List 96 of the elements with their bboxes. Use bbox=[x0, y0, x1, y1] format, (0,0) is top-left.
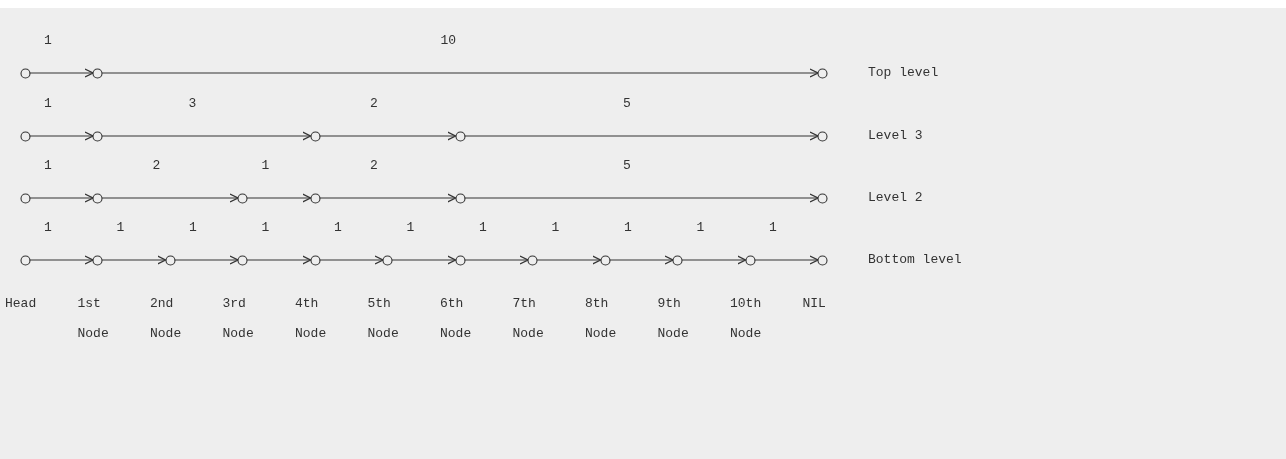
column-label: 9th bbox=[657, 296, 681, 311]
node-circle bbox=[92, 192, 103, 204]
edge-label: 1 bbox=[696, 220, 705, 235]
column-label: Node bbox=[585, 326, 617, 341]
node-circle bbox=[92, 67, 103, 79]
node-circle bbox=[454, 254, 466, 266]
node-circle bbox=[744, 254, 756, 266]
column-label: Node bbox=[440, 326, 472, 341]
arrow bbox=[28, 255, 94, 265]
level-label: Bottom level bbox=[868, 252, 962, 267]
level-label: Level 2 bbox=[868, 190, 923, 205]
arrow bbox=[246, 255, 312, 265]
node-circle bbox=[92, 130, 103, 142]
node-circle bbox=[454, 192, 466, 204]
edge-label: 3 bbox=[188, 96, 197, 111]
column-label: 1st bbox=[77, 296, 101, 311]
edge-label: 1 bbox=[261, 158, 270, 173]
column-label: 3rd bbox=[222, 296, 246, 311]
column-label: Node bbox=[295, 326, 327, 341]
edge-label: 1 bbox=[116, 220, 125, 235]
edge-label: 1 bbox=[44, 33, 52, 48]
node-circle bbox=[672, 254, 683, 266]
arrow bbox=[318, 131, 457, 141]
arrow bbox=[463, 193, 819, 203]
column-label: 5th bbox=[367, 296, 391, 311]
edge-label: 1 bbox=[551, 220, 560, 235]
node-circle bbox=[817, 254, 828, 266]
edge-label: 10 bbox=[440, 33, 457, 48]
arrow bbox=[318, 255, 384, 265]
edge-label: 2 bbox=[370, 158, 378, 173]
column-label: Node bbox=[657, 326, 689, 341]
node-circle bbox=[19, 192, 31, 204]
edge-label: 5 bbox=[623, 158, 631, 173]
edge-label: 1 bbox=[44, 220, 52, 235]
level-label: Level 3 bbox=[868, 128, 923, 143]
arrow bbox=[101, 193, 239, 203]
arrow bbox=[173, 255, 239, 265]
node-circle bbox=[817, 130, 828, 142]
arrow bbox=[536, 255, 602, 265]
edge-label: 2 bbox=[370, 96, 378, 111]
node-circle bbox=[309, 130, 321, 142]
arrow bbox=[463, 255, 529, 265]
level-label: Top level bbox=[868, 65, 939, 80]
node-circle bbox=[237, 192, 248, 204]
edge-label: 2 bbox=[152, 158, 161, 173]
arrow bbox=[28, 131, 94, 141]
edge-label: 1 bbox=[406, 220, 415, 235]
arrow bbox=[753, 255, 819, 265]
arrow bbox=[28, 193, 94, 203]
node-circle bbox=[237, 254, 248, 266]
node-circle bbox=[817, 192, 828, 204]
arrow bbox=[101, 131, 312, 141]
edge-label: 1 bbox=[261, 220, 270, 235]
arrow bbox=[681, 255, 747, 265]
column-label: 10th bbox=[730, 296, 762, 311]
edge-label: 1 bbox=[189, 220, 197, 235]
node-circle bbox=[309, 254, 321, 266]
edge-label: 1 bbox=[44, 158, 52, 173]
arrow bbox=[28, 68, 94, 78]
column-label: Node bbox=[730, 326, 762, 341]
column-label: Node bbox=[222, 326, 254, 341]
node-circle bbox=[92, 254, 103, 266]
node-circle bbox=[599, 254, 611, 266]
edge-label: 1 bbox=[479, 220, 487, 235]
column-label: 8th bbox=[585, 296, 609, 311]
arrow bbox=[463, 131, 819, 141]
node-circle bbox=[817, 67, 828, 79]
edge-label: 1 bbox=[769, 220, 777, 235]
node-circle bbox=[454, 130, 466, 142]
column-label: 2nd bbox=[150, 296, 174, 311]
arrow bbox=[101, 255, 167, 265]
column-label: Node bbox=[77, 326, 109, 341]
node-circle bbox=[19, 67, 31, 79]
arrow bbox=[318, 193, 457, 203]
column-label: 7th bbox=[512, 296, 536, 311]
column-label: Head bbox=[5, 296, 37, 311]
column-label: 4th bbox=[295, 296, 319, 311]
arrow bbox=[391, 255, 457, 265]
edge-label: 5 bbox=[623, 96, 631, 111]
edge-label: 1 bbox=[624, 220, 632, 235]
node-circle bbox=[19, 130, 31, 142]
arrow bbox=[246, 193, 312, 203]
edge-label: 1 bbox=[44, 96, 52, 111]
column-label: Node bbox=[150, 326, 182, 341]
arrow bbox=[608, 255, 674, 265]
node-circle bbox=[382, 254, 393, 266]
node-circle bbox=[309, 192, 321, 204]
node-circle bbox=[19, 254, 31, 266]
column-label: Node bbox=[512, 326, 544, 341]
column-label: Node bbox=[367, 326, 399, 341]
column-label: NIL bbox=[802, 296, 826, 311]
node-circle bbox=[527, 254, 538, 266]
column-label: 6th bbox=[440, 296, 464, 311]
arrow bbox=[101, 68, 819, 78]
edge-label: 1 bbox=[334, 220, 342, 235]
node-circle bbox=[164, 254, 176, 266]
